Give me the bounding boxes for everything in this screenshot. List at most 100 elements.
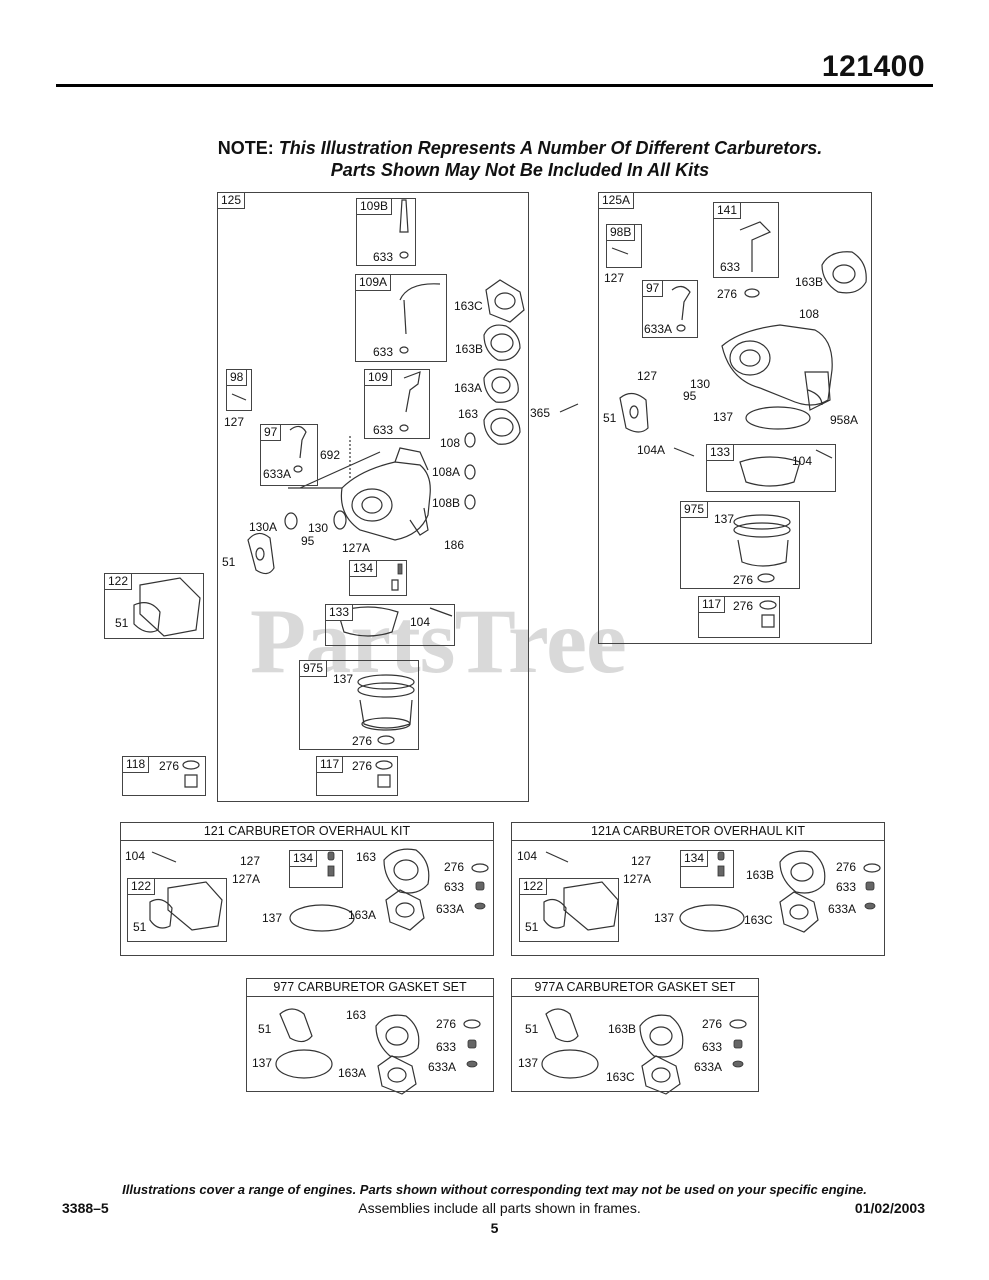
gasket-977-frame: 977 CARBURETOR GASKET SET xyxy=(246,978,494,1092)
tag-133: 133 xyxy=(325,604,354,621)
lbl-127A: 127A xyxy=(623,872,652,886)
lbl-633: 633 xyxy=(836,880,857,894)
kit-121-frame: 121 CARBURETOR OVERHAUL KIT xyxy=(120,822,494,956)
lbl-163: 163 xyxy=(356,850,377,864)
lbl-104: 104 xyxy=(410,615,431,629)
lbl-633A: 633A xyxy=(694,1060,723,1074)
footer-disclaimer: Illustrations cover a range of engines. … xyxy=(122,1182,867,1197)
lbl-127A: 127A xyxy=(342,541,371,555)
lbl-163B: 163B xyxy=(795,275,824,289)
doc-code: 3388–5 xyxy=(62,1200,109,1216)
lbl-958A: 958A xyxy=(830,413,859,427)
lbl-276: 276 xyxy=(352,734,373,748)
frame-125 xyxy=(217,192,529,802)
lbl-51: 51 xyxy=(115,616,129,630)
lbl-633: 633 xyxy=(702,1040,723,1054)
lbl-51: 51 xyxy=(603,411,617,425)
tag-109A: 109A xyxy=(355,274,392,291)
tag-134: 134 xyxy=(349,560,378,577)
lbl-51: 51 xyxy=(222,555,236,569)
gasket-977-title: 977 CARBURETOR GASKET SET xyxy=(247,979,493,997)
lbl-163: 163 xyxy=(346,1008,367,1022)
lbl-137: 137 xyxy=(252,1056,273,1070)
lbl-51: 51 xyxy=(258,1022,272,1036)
box-975 xyxy=(299,660,419,750)
frame-125A xyxy=(598,192,872,644)
lbl-104: 104 xyxy=(517,849,538,863)
lbl-104: 104 xyxy=(125,849,146,863)
lbl-130A: 130A xyxy=(249,520,278,534)
lbl-163C: 163C xyxy=(744,913,773,927)
lbl-137: 137 xyxy=(333,672,354,686)
doc-date: 01/02/2003 xyxy=(854,1200,925,1216)
tag-133: 133 xyxy=(706,444,735,461)
lbl-130: 130 xyxy=(690,377,711,391)
lbl-633: 633 xyxy=(436,1040,457,1054)
lbl-137: 137 xyxy=(518,1056,539,1070)
lbl-633A: 633A xyxy=(263,467,292,481)
tag-109B: 109B xyxy=(356,198,393,215)
lbl-137: 137 xyxy=(262,911,283,925)
lbl-104: 104 xyxy=(792,454,813,468)
lbl-127-o: 127 xyxy=(224,415,245,429)
lbl-108A: 108A xyxy=(432,465,461,479)
lbl-108: 108 xyxy=(799,307,820,321)
lbl-163B: 163B xyxy=(746,868,775,882)
tag-975: 975 xyxy=(680,501,709,518)
lbl-127-o: 127 xyxy=(604,271,625,285)
lbl-163A: 163A xyxy=(338,1066,367,1080)
lbl-163: 163 xyxy=(458,407,479,421)
box-133 xyxy=(325,604,455,646)
lbl-163A: 163A xyxy=(348,908,377,922)
lbl-163B: 163B xyxy=(608,1022,637,1036)
tag-141: 141 xyxy=(713,202,742,219)
lbl-137: 137 xyxy=(713,410,734,424)
tag-98: 98 xyxy=(226,369,248,386)
tag-117: 117 xyxy=(698,596,726,613)
box-97 xyxy=(642,280,698,338)
note-prefix: NOTE: xyxy=(217,138,274,158)
lbl-51: 51 xyxy=(133,920,147,934)
tag-97: 97 xyxy=(642,280,664,297)
header-rule xyxy=(56,84,933,87)
lbl-127: 127 xyxy=(631,854,652,868)
lbl-633A: 633A xyxy=(436,902,465,916)
kit-121A-title: 121A CARBURETOR OVERHAUL KIT xyxy=(512,823,884,841)
lbl-276: 276 xyxy=(836,860,857,874)
tag-118: 118 xyxy=(122,756,150,773)
lbl-127A: 127A xyxy=(232,872,261,886)
kit-121-title: 121 CARBURETOR OVERHAUL KIT xyxy=(121,823,493,841)
tag-122: 122 xyxy=(519,878,548,895)
lbl-633: 633 xyxy=(444,880,465,894)
lbl-51: 51 xyxy=(525,920,539,934)
box-141 xyxy=(713,202,779,278)
lbl-276: 276 xyxy=(352,759,373,773)
note-text-2: Parts Shown May Not Be Included In All K… xyxy=(330,160,710,180)
diagram-number: 121400 xyxy=(821,50,925,83)
lbl-276: 276 xyxy=(717,287,738,301)
note-line-2: Parts Shown May Not Be Included In All K… xyxy=(0,159,989,181)
lbl-633A: 633A xyxy=(828,902,857,916)
box-97 xyxy=(260,424,318,486)
box-975 xyxy=(680,501,800,589)
box-134 xyxy=(349,560,407,596)
lbl-633: 633 xyxy=(373,345,394,359)
frame-125-title: 125 xyxy=(217,192,246,209)
gasket-977A-frame: 977A CARBURETOR GASKET SET xyxy=(511,978,759,1092)
note-line-1: NOTE: This Illustration Represents A Num… xyxy=(0,137,989,159)
box-122 xyxy=(104,573,204,639)
box-109A xyxy=(355,274,447,362)
lbl-163C: 163C xyxy=(606,1070,635,1084)
box-122 xyxy=(519,878,619,942)
lbl-137: 137 xyxy=(714,512,735,526)
lbl-127: 127 xyxy=(637,369,658,383)
lbl-276: 276 xyxy=(702,1017,723,1031)
box-133 xyxy=(706,444,836,492)
lbl-633: 633 xyxy=(720,260,741,274)
lbl-633A: 633A xyxy=(644,322,673,336)
lbl-95: 95 xyxy=(683,389,697,403)
lbl-108: 108 xyxy=(440,436,461,450)
tag-975: 975 xyxy=(299,660,328,677)
lbl-276: 276 xyxy=(733,573,754,587)
